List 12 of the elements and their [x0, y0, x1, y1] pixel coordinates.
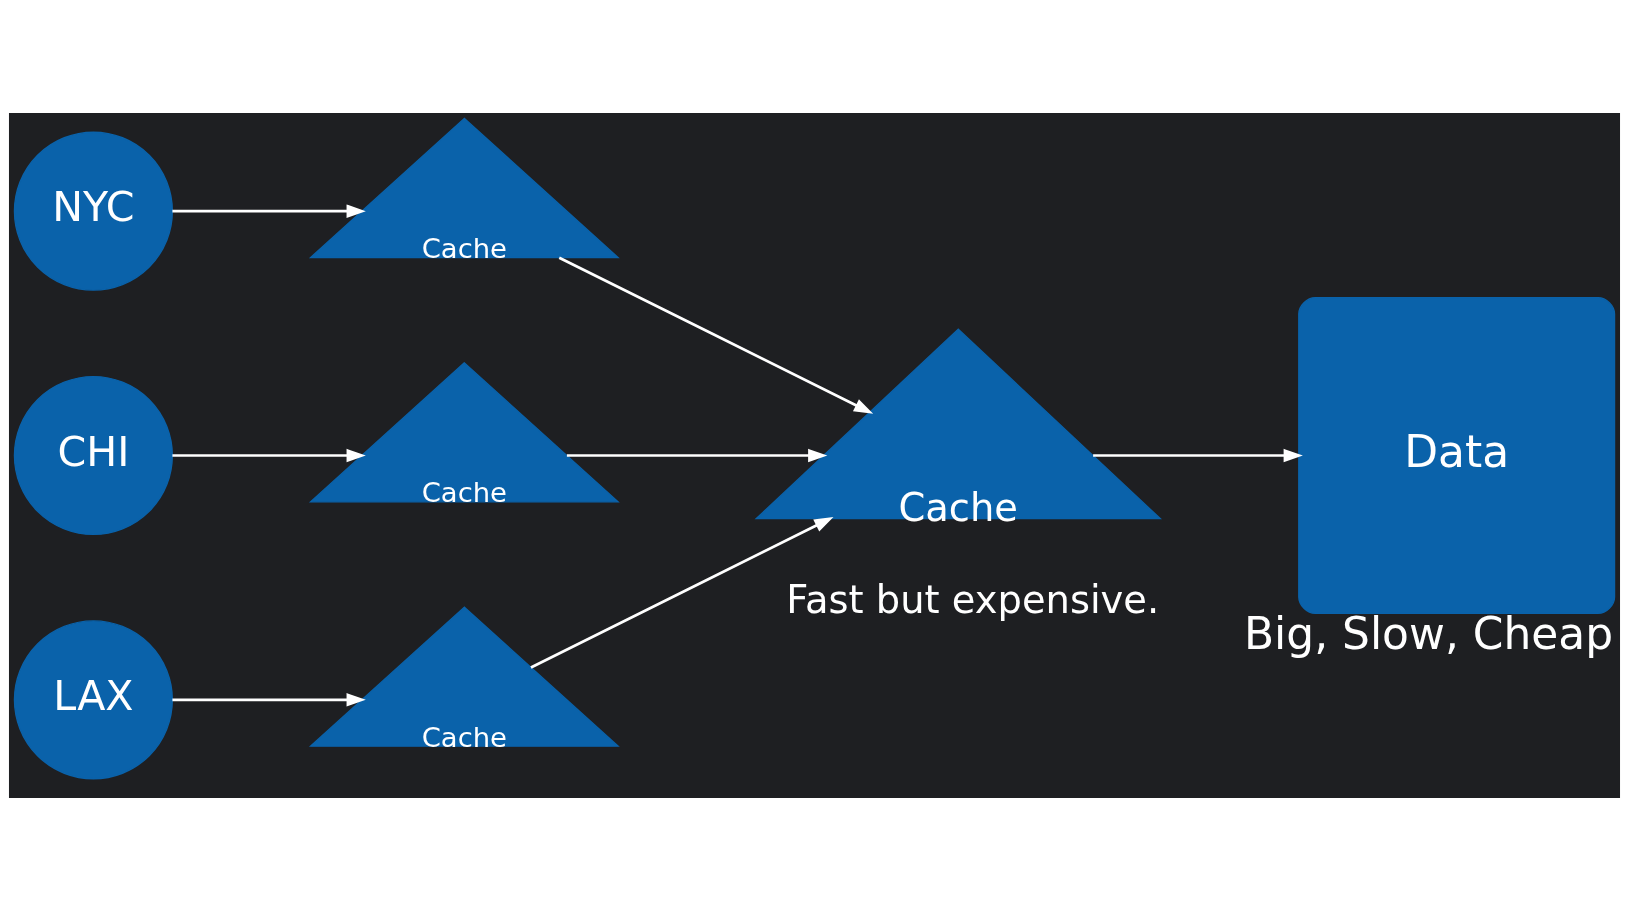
- node-circle: LAX: [13, 620, 173, 780]
- arrow: [172, 448, 366, 463]
- arrow: [1093, 448, 1303, 463]
- node-label: Fast but expensive.: [786, 576, 1160, 622]
- arrow: [558, 256, 874, 414]
- node-circle: NYC: [13, 131, 173, 291]
- arrow: [530, 516, 834, 669]
- node-box: Data: [1298, 296, 1616, 615]
- arrow: [172, 204, 366, 218]
- arrow: [566, 448, 828, 463]
- arrow: [172, 693, 366, 707]
- node-circle: CHI: [13, 375, 173, 536]
